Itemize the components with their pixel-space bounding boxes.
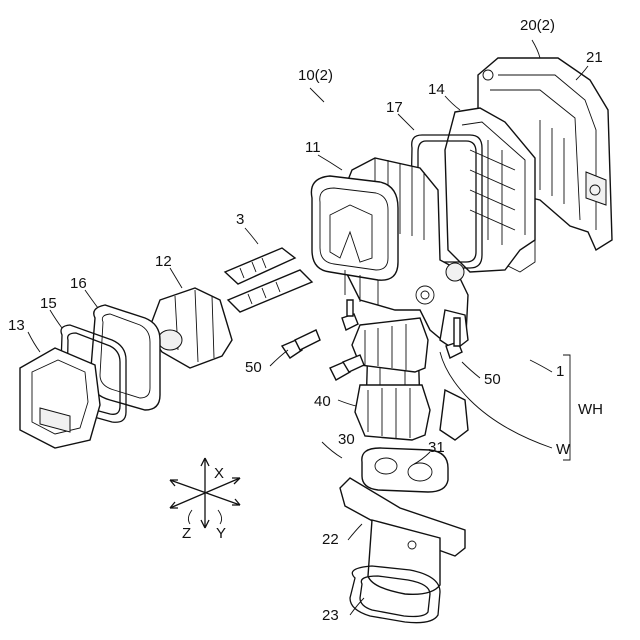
bolt-50-left xyxy=(282,330,320,358)
bracket-22 xyxy=(340,478,465,594)
terminals-3 xyxy=(225,248,312,312)
label-20: 20(2) xyxy=(520,17,555,34)
label-50-right: 50 xyxy=(484,371,501,388)
bolt-50-top xyxy=(342,300,358,330)
label-17: 17 xyxy=(386,99,403,116)
label-1: 1 xyxy=(556,363,564,380)
label-14: 14 xyxy=(428,81,445,98)
axis-triad xyxy=(170,458,240,528)
label-W: W xyxy=(556,441,571,458)
bolt-50-front xyxy=(330,355,364,380)
axis-label-x: X xyxy=(214,465,224,482)
label-21: 21 xyxy=(586,49,603,66)
gasket-16 xyxy=(90,305,160,410)
label-WH: WH xyxy=(578,401,603,418)
axis-label-y: Y xyxy=(216,525,226,542)
label-12: 12 xyxy=(155,253,172,270)
label-15: 15 xyxy=(40,295,57,312)
label-13: 13 xyxy=(8,317,25,334)
label-11: 11 xyxy=(305,139,321,156)
label-10: 10(2) xyxy=(298,67,333,84)
label-50-left: 50 xyxy=(245,359,262,376)
label-30: 30 xyxy=(338,431,355,448)
label-31: 31 xyxy=(428,439,445,456)
front-cover-13 xyxy=(20,348,100,448)
label-23: 23 xyxy=(322,607,339,624)
label-22: 22 xyxy=(322,531,339,548)
label-40: 40 xyxy=(314,393,331,410)
label-16: 16 xyxy=(70,275,87,292)
axis-label-z: Z xyxy=(182,525,191,542)
label-3: 3 xyxy=(236,211,244,228)
